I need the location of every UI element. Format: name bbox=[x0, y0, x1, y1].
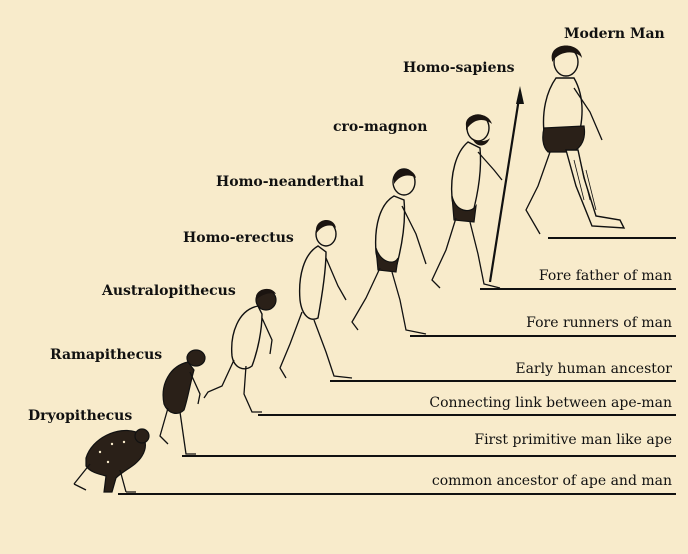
figure-ramapithecus bbox=[160, 350, 205, 454]
stage-label-early-ancestor: Early human ancestor bbox=[515, 361, 672, 377]
species-label-ramapithecus: Ramapithecus bbox=[50, 347, 162, 363]
species-label-cro-magnon: cro-magnon bbox=[333, 119, 427, 135]
figure-cro-magnon bbox=[432, 86, 524, 288]
species-label-australopithecus: Australopithecus bbox=[101, 283, 236, 299]
species-label-dryopithecus: Dryopithecus bbox=[28, 408, 132, 424]
stage-label-primitive-man: First primitive man like ape bbox=[474, 432, 672, 448]
stage-label-fore-father: Fore father of man bbox=[539, 268, 672, 284]
figure-homo-neanderthal bbox=[352, 169, 426, 334]
stage-label-common-ancestor: common ancestor of ape and man bbox=[432, 473, 672, 489]
figure-modern-man bbox=[526, 45, 624, 234]
species-label-modern-man: Modern Man bbox=[564, 26, 665, 42]
stage-label-fore-runners: Fore runners of man bbox=[526, 315, 672, 331]
species-label-homo-sapiens: Homo-sapiens bbox=[403, 60, 515, 76]
stage-label-connecting-link: Connecting link between ape-man bbox=[429, 395, 672, 411]
species-label-homo-erectus: Homo-erectus bbox=[183, 230, 294, 246]
species-label-homo-neanderthal: Homo-neanderthal bbox=[216, 174, 364, 190]
figure-dryopithecus bbox=[74, 429, 149, 492]
figure-australopithecus bbox=[204, 289, 276, 412]
